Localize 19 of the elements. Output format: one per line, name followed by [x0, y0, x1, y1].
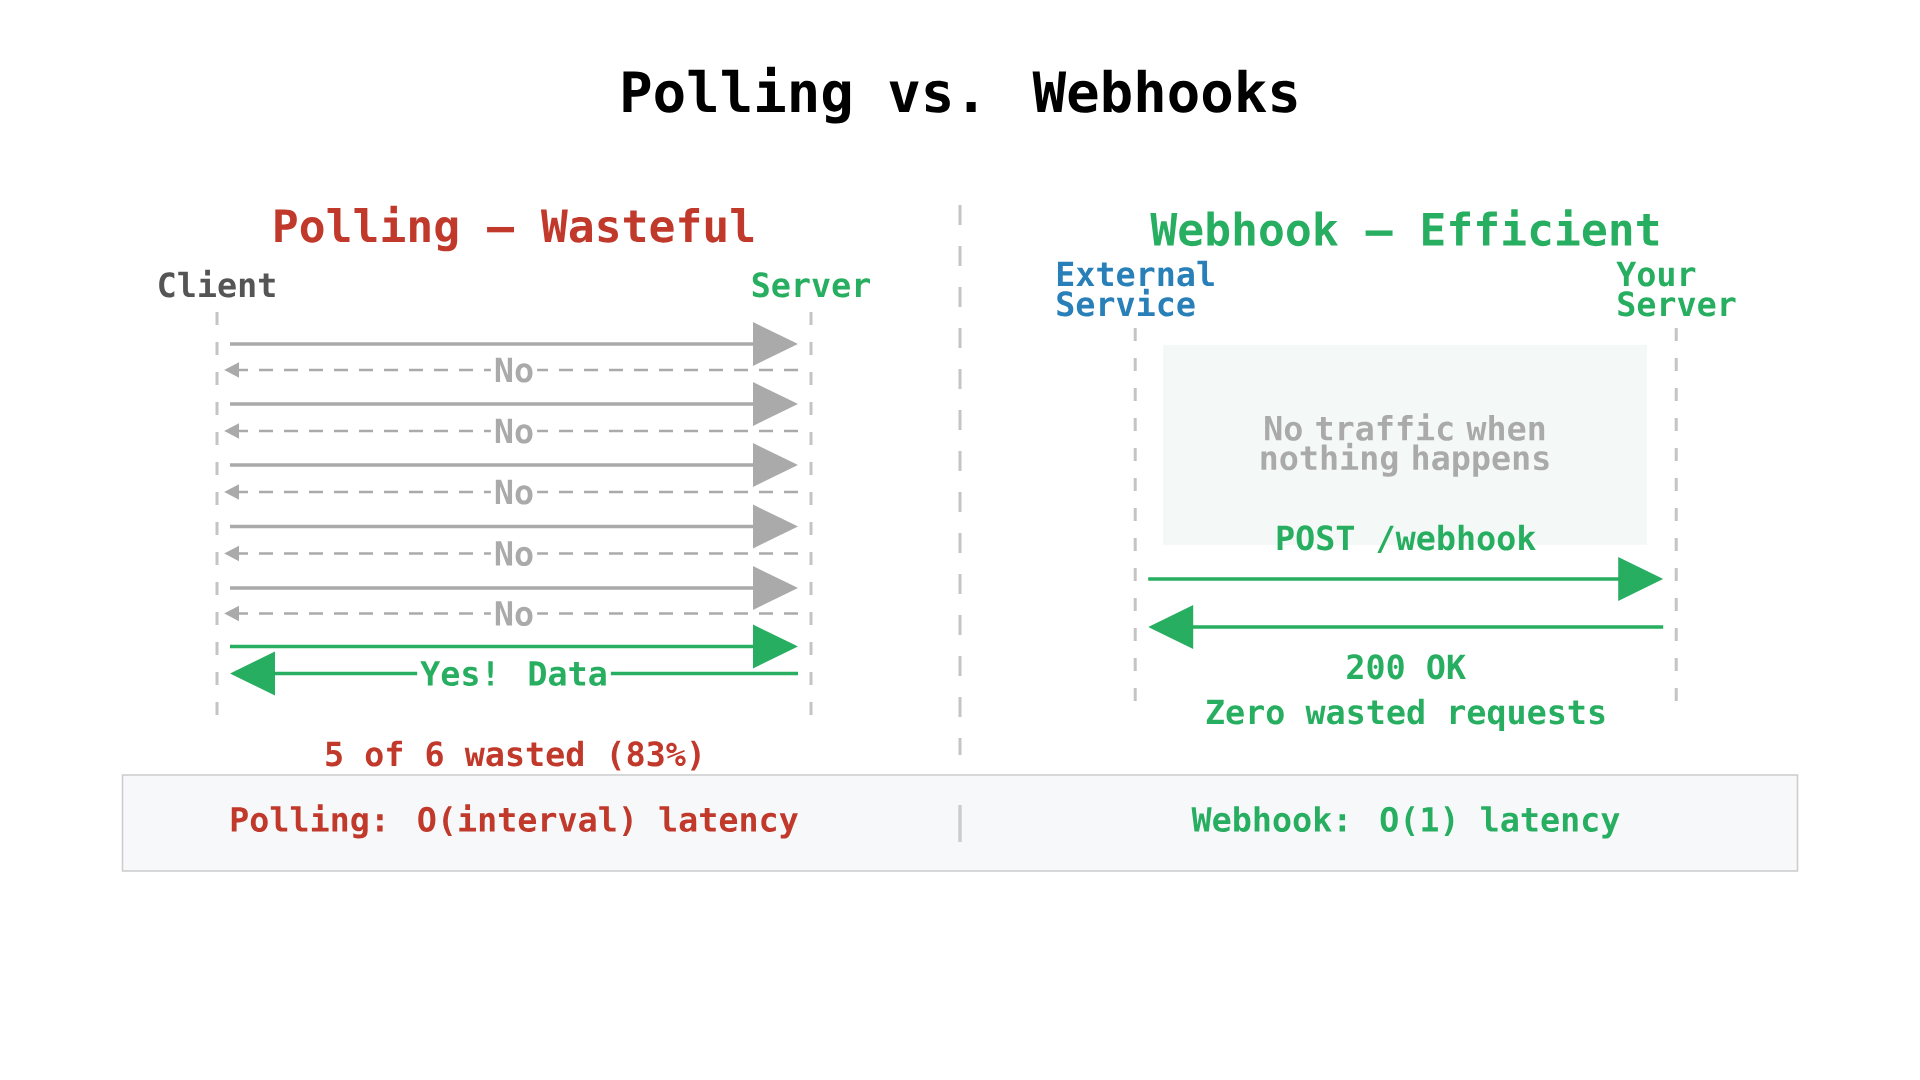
latency-note: Polling: O(interval) latency [231, 804, 798, 839]
edge-label: No [490, 598, 538, 629]
participant-label: Server [752, 272, 870, 298]
edge-label: Yes! Data [417, 658, 611, 689]
participant-label: Client [159, 269, 275, 298]
edge-label: No [490, 476, 538, 508]
edge-label: No [490, 415, 538, 447]
title: Polling vs. Webhooks [623, 66, 1297, 124]
edge-label: No [490, 538, 538, 569]
edge-label: POST /webhook [1277, 524, 1536, 554]
summary-text: 5 of 6 wasted (83%) [326, 740, 700, 771]
latency-note: Webhook: O(1) latency [1191, 806, 1620, 839]
summary-text: Zero wasted requests [1206, 698, 1605, 731]
section-heading: Webhook — Efficient [1150, 209, 1659, 247]
participant-label: Your Server [1616, 261, 1736, 317]
edge-label: 200 OK [1347, 654, 1466, 680]
section-heading: Polling — Wasteful [275, 205, 754, 252]
edge-label: No [490, 354, 538, 386]
participant-label: External Service [1057, 260, 1214, 317]
